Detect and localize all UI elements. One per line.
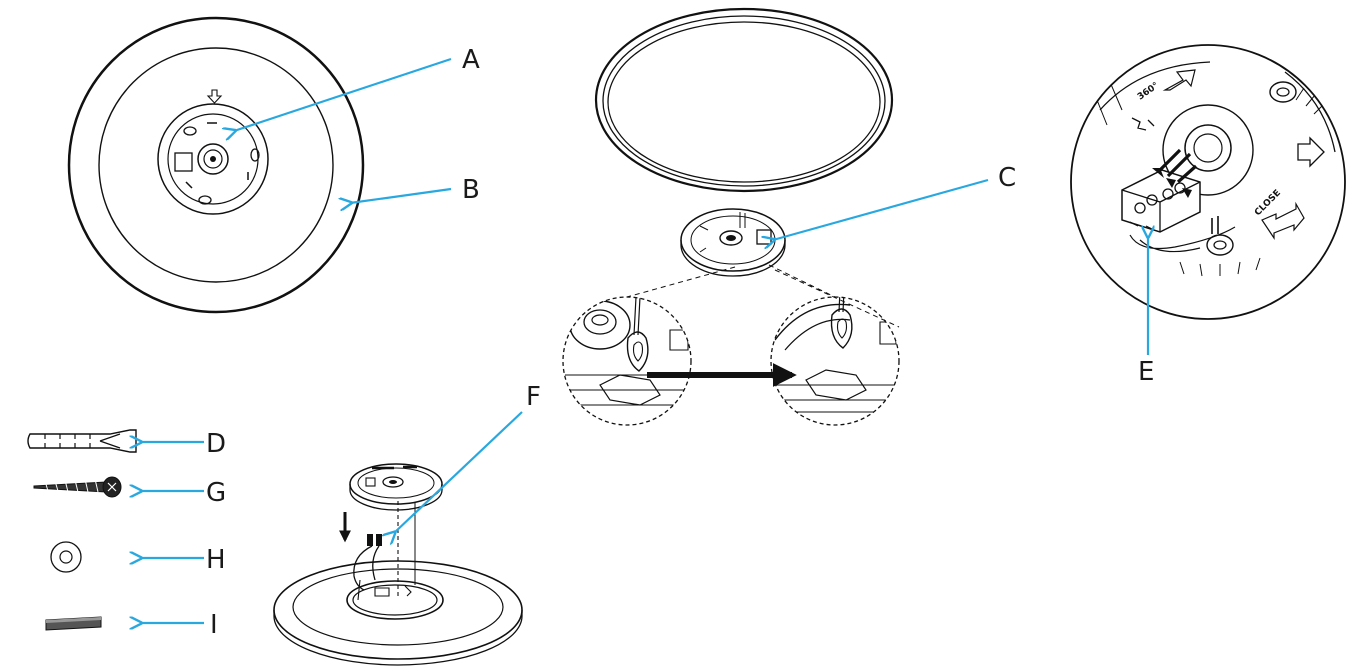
hardware-parts: D G H I	[27, 429, 226, 640]
lamp-top-view: A B	[67, 16, 480, 314]
plate-connection-view: F	[273, 382, 541, 666]
mounting-plate-angled	[680, 208, 786, 277]
callout-a: A	[462, 45, 480, 75]
detail-zoom-before	[562, 296, 692, 426]
ring-and-plate-assembly: C	[562, 7, 1016, 426]
callout-g: G	[206, 478, 226, 508]
mounting-plate-raised	[349, 463, 443, 511]
screw	[33, 476, 122, 498]
callout-i: I	[210, 610, 218, 640]
callout-b: B	[462, 175, 480, 205]
callout-f: F	[526, 382, 541, 412]
wall-plug	[27, 429, 137, 453]
callout-h: H	[206, 545, 226, 575]
base-closeup: 360° CLOSE E	[1070, 44, 1346, 387]
callout-d: D	[206, 429, 226, 459]
callout-e: E	[1138, 357, 1154, 387]
close-arrow-icon	[1261, 201, 1305, 240]
detail-zoom-after	[770, 296, 900, 426]
mounting-plate-top	[157, 89, 269, 215]
direction-arrow-icon	[1297, 136, 1325, 168]
callout-c: C	[998, 163, 1016, 193]
washer	[50, 541, 82, 573]
threaded-rod	[45, 616, 102, 631]
rotate-arrow-icon	[1162, 69, 1196, 91]
